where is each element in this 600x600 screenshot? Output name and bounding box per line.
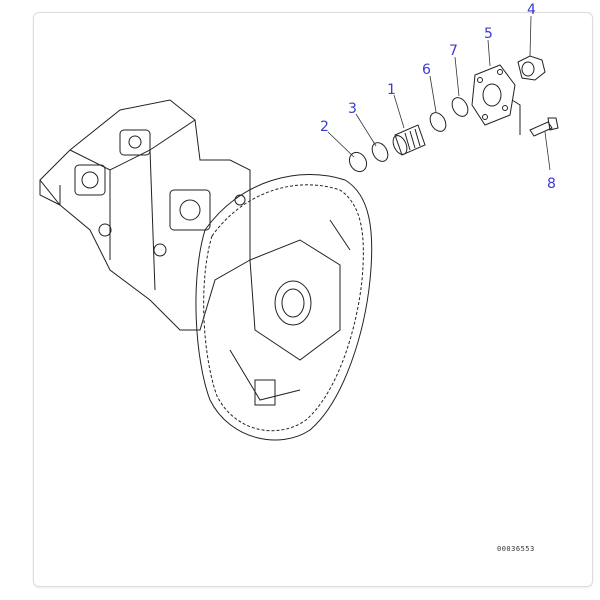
callout-2[interactable]: 2	[320, 119, 329, 135]
part-7-o-ring	[451, 97, 469, 117]
part-4-nut	[517, 55, 546, 81]
part-8-bolt	[511, 99, 559, 137]
part-6-o-ring	[429, 112, 447, 132]
flywheel-housing	[195, 174, 373, 441]
pump-body	[39, 99, 251, 331]
callout-3[interactable]: 3	[348, 101, 357, 117]
callout-1[interactable]: 1	[387, 82, 396, 98]
part-2-o-ring	[348, 151, 368, 173]
part-5-flange	[471, 64, 516, 126]
callout-7[interactable]: 7	[449, 43, 458, 59]
leader-lines	[327, 15, 551, 171]
callout-8[interactable]: 8	[547, 176, 556, 192]
callout-5[interactable]: 5	[484, 26, 493, 42]
callout-6[interactable]: 6	[422, 62, 431, 78]
part-1-fitting	[392, 124, 426, 156]
callout-4[interactable]: 4	[527, 2, 536, 18]
drawing-code: 00036553	[497, 545, 535, 553]
part-3-o-ring	[371, 142, 389, 162]
diagram-panel	[33, 12, 593, 587]
